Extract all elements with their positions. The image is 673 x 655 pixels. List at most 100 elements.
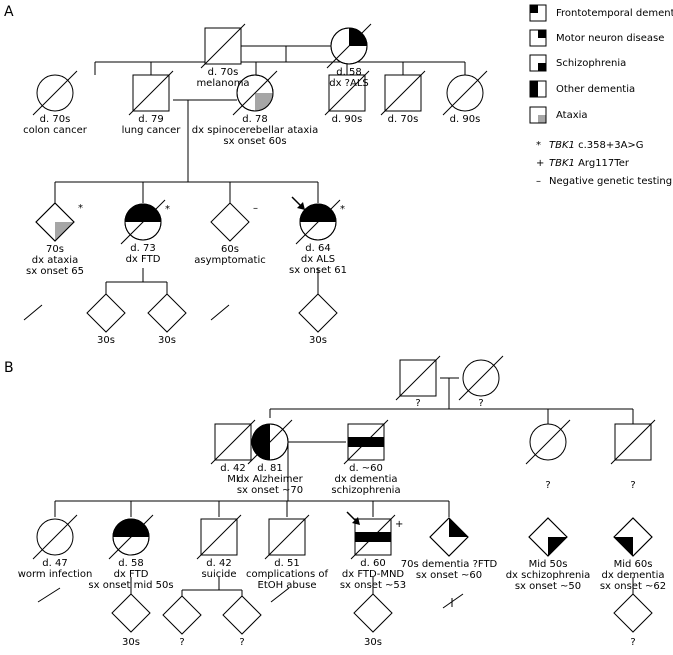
a-aunt-2 xyxy=(442,70,488,116)
pedigree-lines xyxy=(23,45,634,609)
affected-fill xyxy=(252,424,270,460)
b-sib-1 xyxy=(32,514,78,560)
symbol-outline xyxy=(124,203,162,241)
legend-outline xyxy=(529,4,547,22)
person-label-line: sx onset ~50 xyxy=(515,581,581,592)
person-label-line: schizophrenia xyxy=(331,485,400,496)
person-label-line: d. 47 xyxy=(42,558,67,569)
legend-note-1-gene: TBK1 xyxy=(549,140,575,151)
b-uncle-2 xyxy=(610,419,656,465)
genetic-mark: * xyxy=(340,204,345,215)
legend-ftd-label: Frontotemporal dementia xyxy=(556,8,673,19)
legend-mnd-label: Motor neuron disease xyxy=(556,33,664,44)
person-label-line: sx onset ~60 xyxy=(416,570,482,581)
person-label-line: sx onset 61 xyxy=(289,265,347,276)
person-label-line: ? xyxy=(545,480,550,491)
person-label-line: sx onset ~70 xyxy=(237,485,303,496)
b-cousin-1 xyxy=(528,517,568,557)
connector-line xyxy=(270,587,290,603)
b-cousin-2 xyxy=(613,517,653,557)
connector-line xyxy=(442,593,464,609)
person-label-line: EtOH abuse xyxy=(258,580,317,591)
legend-note-2-gene: TBK1 xyxy=(549,158,575,169)
legend-outline xyxy=(529,80,547,98)
symbol-outline xyxy=(236,74,274,112)
b-child-4 xyxy=(353,593,393,633)
deceased-slash xyxy=(32,70,78,116)
person-label-line: ? xyxy=(630,637,635,648)
legend-note-1-text: TBK1 c.358+3A>G xyxy=(549,140,644,151)
person-label-line: dx FTD xyxy=(114,569,149,580)
b-sib-4 xyxy=(264,514,310,560)
a-grandfather xyxy=(200,23,246,69)
person-label-line: ? xyxy=(415,398,420,409)
proband-arrow-head xyxy=(297,202,305,210)
symbol-outline xyxy=(35,202,75,242)
a-sib-3: – xyxy=(210,202,258,242)
person-label-line: sx onset 65 xyxy=(26,266,84,277)
person-label-line: dx ataxia xyxy=(32,255,78,266)
deceased-slash xyxy=(610,419,656,465)
legend-note-2-variant: Arg117Ter xyxy=(575,158,630,169)
symbol-outline xyxy=(429,517,469,557)
affected-fill xyxy=(300,204,318,222)
person-label-line: d. 51 xyxy=(274,558,299,569)
person-label-line: 30s xyxy=(158,335,176,346)
person-label-line: ? xyxy=(630,480,635,491)
unknown-sex-symbol xyxy=(298,293,338,333)
deceased-slash xyxy=(326,23,372,69)
unknown-sex-symbol xyxy=(162,595,202,635)
symbol-outline xyxy=(613,517,653,557)
a-sib-2: * xyxy=(120,199,170,245)
deceased-slash xyxy=(380,70,426,116)
symbol-outline xyxy=(251,423,289,461)
genetic-mark: – xyxy=(253,203,258,214)
symbol-outline xyxy=(528,517,568,557)
person-label-line: d. 70s xyxy=(40,114,71,125)
person-label-line: complications of xyxy=(246,569,329,580)
person-label-line: ? xyxy=(239,637,244,648)
genetic-mark: + xyxy=(395,519,403,530)
person-label-line: d. 58 xyxy=(336,67,361,78)
person-label-line: dx FTD-MND xyxy=(342,569,405,580)
deceased-slash xyxy=(395,355,441,401)
schizophrenia-legend-icon xyxy=(529,54,547,72)
symbol-outline xyxy=(330,27,368,65)
panel-b-label: B xyxy=(4,360,14,376)
b-sib-6 xyxy=(429,517,469,557)
deceased-slash xyxy=(128,70,174,116)
person-label-line: d. 73 xyxy=(130,243,155,254)
a-child-3 xyxy=(298,293,338,333)
other-dementia-legend-icon xyxy=(529,80,547,98)
person-label-line: d. 42 xyxy=(206,558,231,569)
person-label-line: d. 79 xyxy=(138,114,163,125)
legend-note-2-mark: + xyxy=(536,158,544,169)
person-label-line: 60s xyxy=(221,244,239,255)
affected-fill xyxy=(113,519,131,537)
genetic-mark: * xyxy=(165,204,170,215)
a-proband: * xyxy=(291,196,345,245)
b-child-5 xyxy=(613,593,653,633)
person-label-line: Mid 60s xyxy=(614,559,653,570)
legend-schizophrenia-label: Schizophrenia xyxy=(556,58,626,69)
legend-outline xyxy=(529,106,547,124)
person-label-line: Mid 50s xyxy=(529,559,568,570)
legend-fill xyxy=(538,63,546,71)
legend-note-2-text: TBK1 Arg117Ter xyxy=(549,158,630,169)
legend-ataxia-label: Ataxia xyxy=(556,110,588,121)
b-child-3 xyxy=(222,595,262,635)
b-grandfather xyxy=(395,355,441,401)
deceased-slash xyxy=(264,514,310,560)
person-label-line: dx FTD xyxy=(126,254,161,265)
person-label-line: dx dementia xyxy=(601,570,664,581)
a-uncle-3 xyxy=(380,70,426,116)
legend-note-3-text: Negative genetic testing xyxy=(549,176,672,187)
a-child-2 xyxy=(147,293,187,333)
connector-line xyxy=(37,587,61,603)
person-label-line: melanoma xyxy=(196,78,249,89)
deceased-slash xyxy=(324,70,370,116)
connector-line xyxy=(210,304,230,321)
person-label-line: d. 60 xyxy=(360,558,385,569)
deceased-slash xyxy=(350,514,396,560)
person-label-line: suicide xyxy=(201,569,236,580)
